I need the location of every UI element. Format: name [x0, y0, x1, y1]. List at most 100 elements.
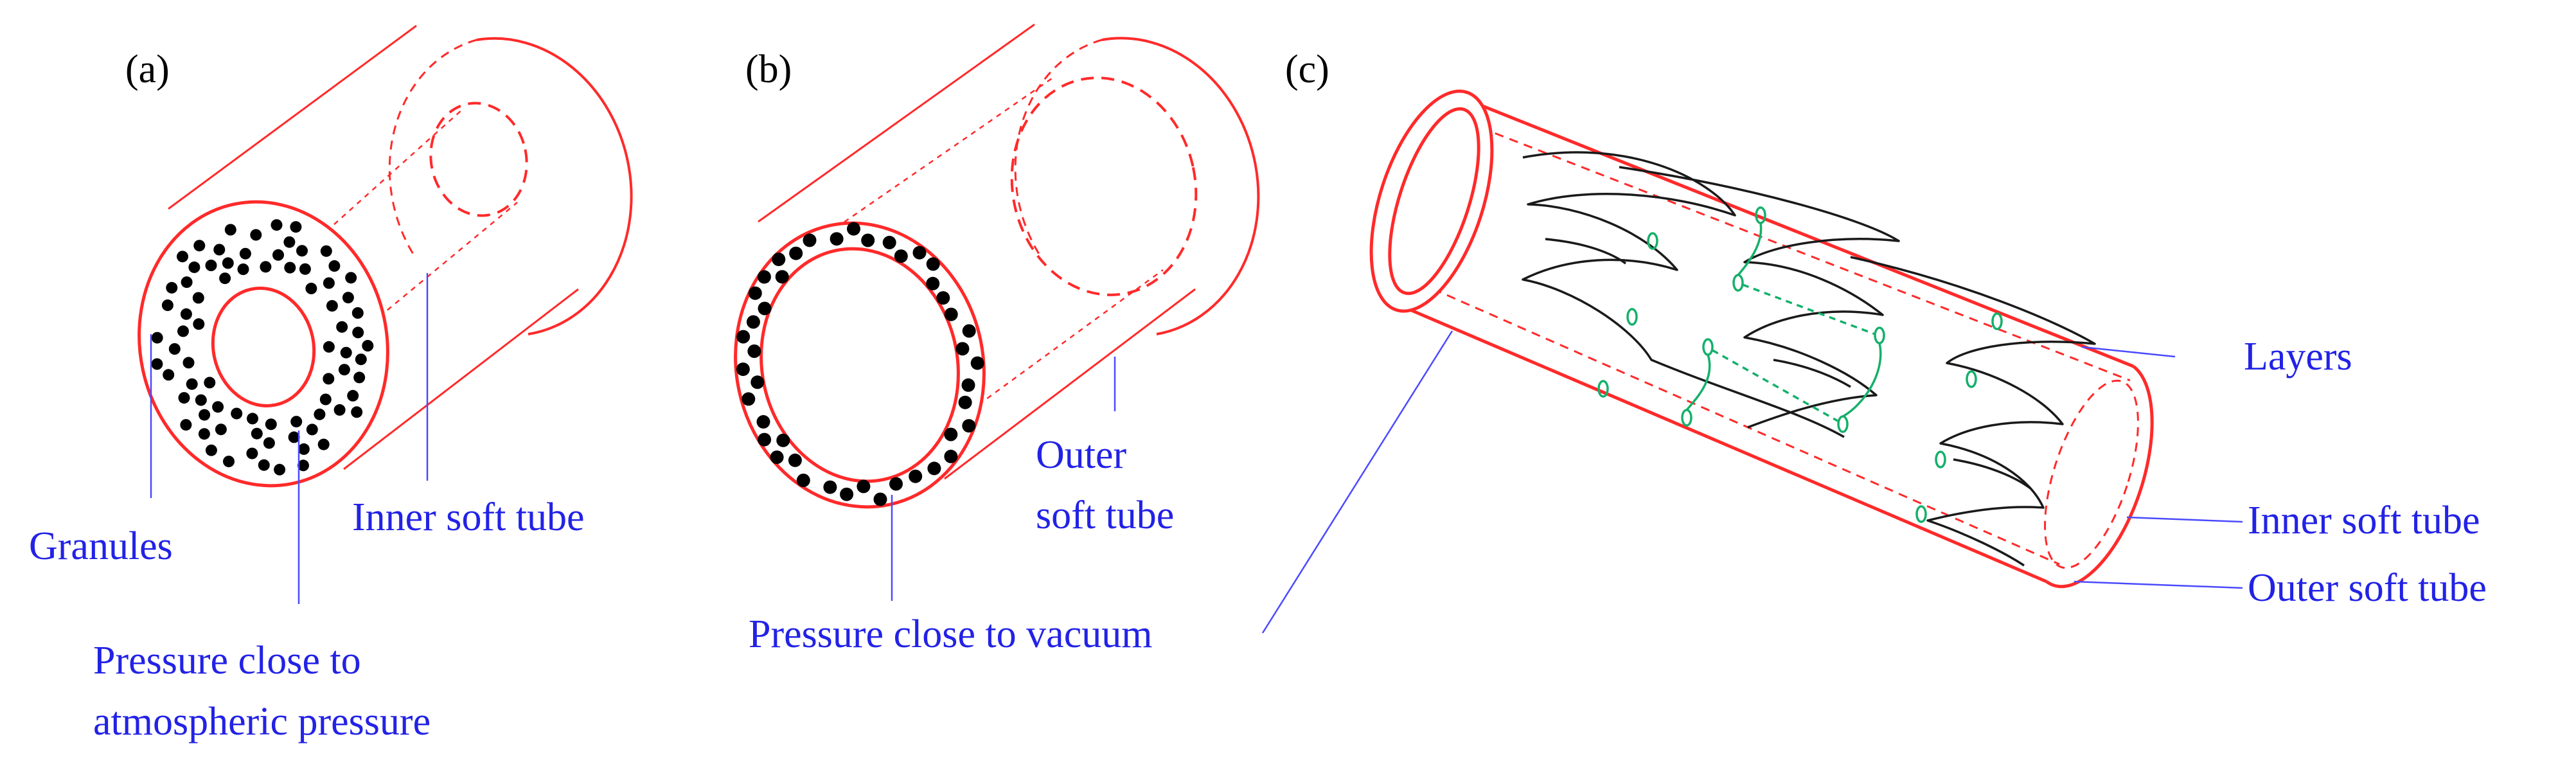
panel-a-granules [151, 219, 374, 476]
panel-b-outer-tube-label-line2: soft tube [1036, 494, 1174, 537]
panel-a-granule [222, 257, 234, 269]
panel-a-granule [323, 277, 335, 289]
panel-a-granule [298, 459, 309, 472]
panel-b-granule [926, 257, 940, 271]
panel-c-outer-bottom-edge [1403, 305, 2047, 583]
panel-a-granule [178, 392, 190, 404]
panel-b-granule [927, 461, 941, 476]
panel-a-granule [250, 229, 262, 241]
panel-c-link-4 [1742, 283, 1876, 335]
panel-a-granule [231, 407, 243, 420]
panel-b-top-edge [758, 23, 1035, 223]
panel-a-granule [328, 260, 341, 272]
panel-a-granule [333, 404, 346, 416]
panel-a-pressure-label-line1: Pressure close to [93, 639, 361, 682]
panel-b-granule [776, 433, 790, 447]
panel-b-granule [757, 270, 771, 284]
panel-a-granule [336, 321, 348, 333]
panel-c-layer-tip-2 [1773, 359, 1851, 388]
panel-b-granule [861, 233, 875, 247]
panel-a-granule [314, 408, 326, 420]
panel-b-granule [894, 249, 908, 263]
panel-a-granule [283, 236, 296, 248]
panel-a-pressure-label-line2: atmospheric pressure [93, 700, 431, 744]
panel-c-ring-5 [1597, 380, 1609, 398]
panel-a-granule [192, 292, 204, 304]
panel-a-back-outer-rim-visible [476, 37, 633, 335]
panel-a-granule [239, 247, 251, 260]
panel-a-granule [163, 369, 175, 381]
panel-a-granule [260, 261, 272, 273]
panel-a-granule [237, 263, 249, 275]
panel-a-granule [258, 459, 270, 471]
panel-c-ring-3 [1626, 308, 1638, 326]
panel-b-granule [944, 449, 958, 463]
panel-b-granule [751, 375, 765, 389]
panel-b-granule [748, 286, 762, 300]
panel-b-granule [847, 222, 860, 236]
panel-c-link-3 [1842, 343, 1882, 418]
panel-c-leaders [1261, 330, 2243, 634]
panel-b-granule [758, 301, 772, 316]
panel-b-granule [742, 392, 756, 406]
panel-c-inner-tube-label: Inner soft tube [2248, 499, 2480, 542]
panel-a-granule [342, 292, 354, 304]
panel-a-granule [205, 260, 217, 271]
panel-c-label: (c) [1285, 48, 1329, 91]
panel-a-granule [193, 240, 206, 252]
panel-a-granule [298, 443, 310, 455]
panel-b-granule [775, 270, 789, 284]
panel-a-granule [151, 332, 163, 344]
panel-b-leaders [891, 357, 1116, 601]
panel-c-inner-tube-leader [2126, 516, 2243, 523]
panel-a-granule [251, 427, 263, 440]
panel-a-granule [299, 263, 311, 275]
panel-a-granule [306, 423, 318, 436]
panel-a-granule [177, 251, 188, 263]
panel-c: (c) [1261, 48, 2487, 634]
panel-c-ring-10 [1991, 312, 2003, 330]
panel-a-granule [188, 261, 200, 273]
panel-a-back-inner-rim [429, 102, 528, 217]
panel-a-granule [290, 416, 303, 428]
panel-b-granule [944, 307, 958, 321]
panel-c-far-outer-rim [2045, 364, 2154, 589]
panel-a-granule [195, 394, 207, 406]
panel-c-link-5 [1712, 349, 1838, 422]
panel-c-pressure-leader [1261, 330, 1453, 634]
panel-b-outer-tube [734, 23, 1260, 509]
panel-a-granule [205, 444, 217, 456]
panel-a-granule [182, 357, 195, 369]
panel-b-granule [789, 246, 803, 260]
panel-c-outer-top-edge [1455, 93, 2134, 368]
panel-b-back-outer-rim-hidden [1014, 39, 1103, 258]
panel-a-granule [246, 447, 258, 459]
panel-c-layer-tip-1 [1545, 238, 1627, 265]
panel-a-granule [180, 308, 192, 320]
panel-b-granule [747, 344, 761, 358]
panel-b-granules [736, 222, 984, 506]
panel-b-pressure-label: Pressure close to vacuum [749, 612, 1152, 656]
panel-a-granule [204, 377, 216, 389]
panel-a-granule [296, 245, 308, 257]
panel-c-ring-7 [1681, 409, 1692, 427]
panel-b-granule [936, 291, 950, 305]
panel-a-granule [151, 358, 163, 370]
panel-a-granule [351, 307, 364, 319]
panel-a-bottom-edge [343, 288, 579, 470]
panel-a-granule [247, 413, 258, 425]
panel-b-granule [840, 487, 854, 501]
panel-b-granule [830, 232, 844, 246]
panel-c-layer-1 [1522, 151, 1845, 438]
panel-c-ring-8 [1874, 326, 1885, 344]
panel-a-granule [198, 428, 210, 440]
panel-c-layer-tip-3 [1953, 458, 2032, 490]
panel-a-granule [161, 299, 173, 311]
panel-b-granule [736, 330, 751, 344]
panel-b-granule [758, 432, 772, 447]
panel-a-granule [265, 418, 277, 431]
panel-a-granule [263, 437, 275, 449]
panel-b-granule [962, 324, 976, 338]
panel-a-granule [326, 299, 338, 312]
